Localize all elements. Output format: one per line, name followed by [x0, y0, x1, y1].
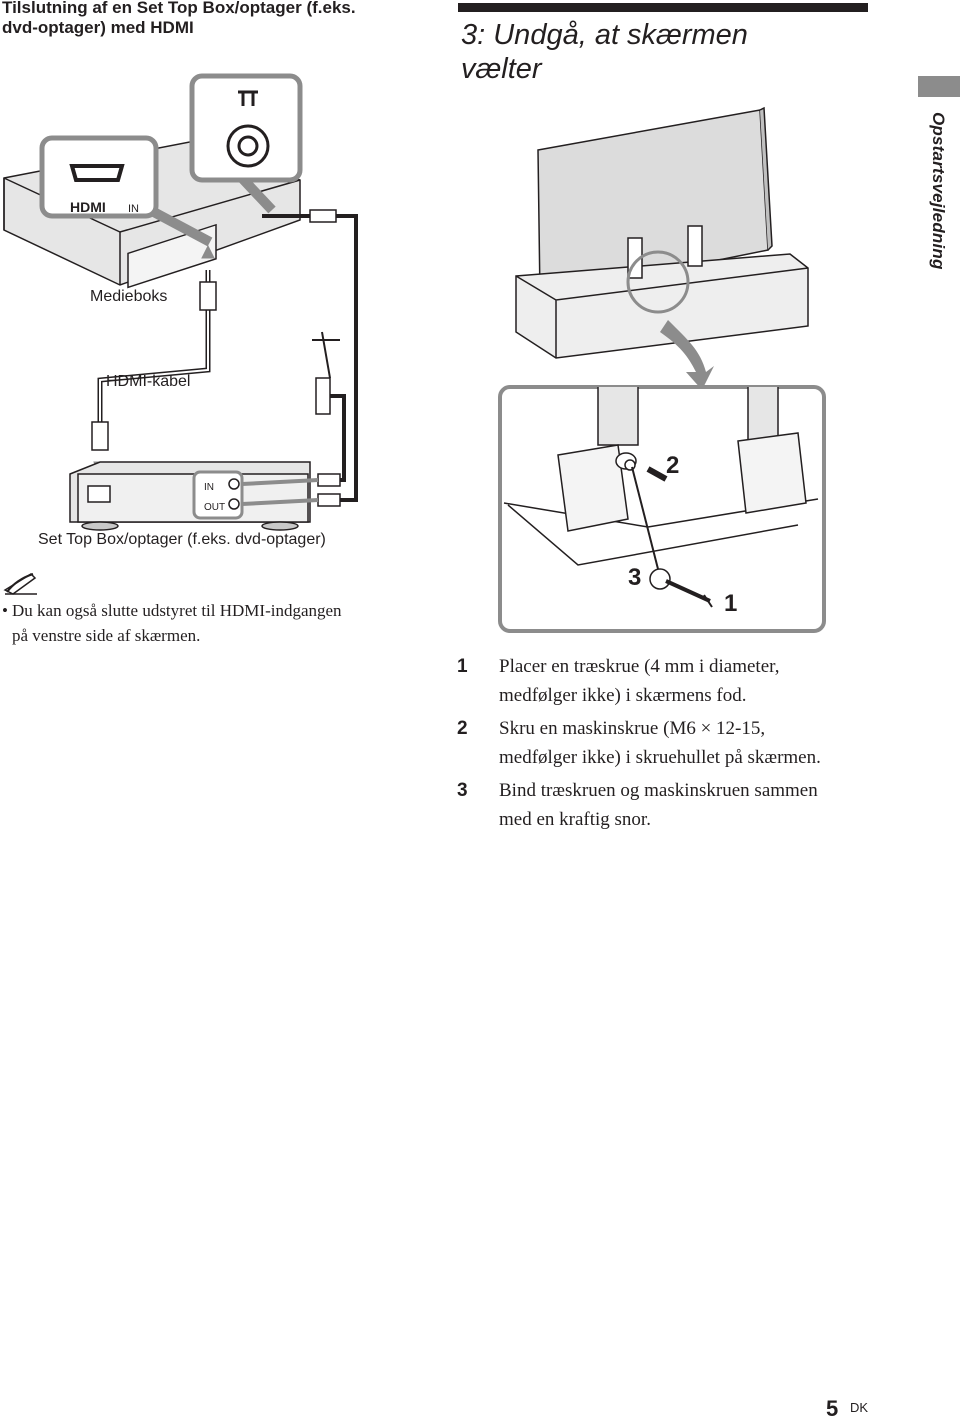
set-top-box-label: Set Top Box/optager (f.eks. dvd-optager): [38, 531, 326, 548]
arrow-up-icon: [201, 244, 215, 259]
wall-antenna-outlet: [315, 377, 331, 415]
hdmi-in-label: IN: [128, 203, 139, 215]
connection-heading: Tilslutning af en Set Top Box/optager (f…: [2, 0, 422, 38]
step-item: 2 Skru en maskinskrue (M6 × 12-15, medfø…: [455, 714, 895, 772]
page-language: DK: [850, 1400, 869, 1415]
in-port-icon: [228, 478, 240, 490]
screw-and-string: [631, 466, 713, 608]
step-text-line2: medfølger ikke) i skærmens fod.: [499, 685, 747, 706]
connection-heading-line2: dvd-optager) med HDMI: [2, 18, 194, 37]
side-tab-marker: [918, 76, 960, 97]
hdmi-logo: HDMI: [70, 199, 106, 215]
hdmi-in-callout: HDMI IN: [39, 135, 213, 247]
note-bullet: •: [2, 601, 8, 620]
pencil-note-icon: [3, 573, 37, 595]
port-out-label: OUT: [204, 502, 225, 513]
page-number: 5: [826, 1396, 839, 1421]
note-line2: på venstre side af skærmen.: [12, 626, 201, 645]
out-port-icon: [228, 498, 240, 510]
step-number: 3: [457, 780, 468, 801]
port-in-label: IN: [204, 482, 214, 493]
step-text-line1: Bind træskruen og maskinskruen sammen: [499, 780, 818, 801]
section-title-line1: 3: Undgå, at skærmen: [461, 19, 748, 51]
hdmi-cable-label: HDMI-kabel: [106, 373, 190, 390]
step-text-line1: Placer en træskrue (4 mm i diameter,: [499, 656, 780, 677]
connection-diagram: HDMI IN Medieboks HDMI-kabel: [3, 73, 358, 531]
note-line1: Du kan også slutte udstyret til HDMI-ind…: [12, 601, 342, 620]
section-rule: [458, 3, 868, 12]
step-item: 1 Placer en træskrue (4 mm i diameter, m…: [455, 652, 895, 710]
callout-3: 3: [628, 564, 641, 591]
zoom-arrow-icon: [660, 320, 714, 390]
connection-heading-line1: Tilslutning af en Set Top Box/optager (f…: [2, 0, 356, 17]
step-text-line2: medfølger ikke) i skruehullet på skærmen…: [499, 747, 821, 768]
hdmi-cable: [91, 244, 217, 476]
media-box-label: Medieboks: [90, 288, 167, 305]
section-title: 3: Undgå, at skærmen vælter: [461, 18, 861, 86]
antenna-callout: [189, 73, 303, 214]
stand-zoom-circle: [626, 250, 690, 314]
side-tab-label: Opstartsvejledning: [929, 112, 948, 270]
step-text-line2: med en kraftig snor.: [499, 809, 651, 830]
section-title-line2: vælter: [461, 53, 542, 85]
step-number: 2: [457, 718, 468, 739]
callout-1: 1: [724, 590, 737, 617]
antenna-symbol-icon: [238, 90, 258, 106]
stand-foot-right: [737, 432, 807, 514]
note-text: • Du kan også slutte udstyret til HDMI-i…: [2, 598, 422, 648]
stand-detail-diagram: 2 3 1: [498, 385, 826, 633]
tv-cabinet-illustration: [515, 253, 809, 359]
step-text-line1: Skru en maskinskrue (M6 × 12-15,: [499, 718, 766, 739]
callout-2: 2: [666, 452, 679, 479]
step-item: 3 Bind træskruen og maskinskruen sammen …: [455, 776, 895, 834]
steps-list: 1 Placer en træskrue (4 mm i diameter, m…: [455, 652, 895, 838]
set-top-box-illustration: [69, 461, 319, 531]
hdmi-port-icon: [69, 164, 125, 182]
stand-foot-left: [557, 444, 629, 532]
step-number: 1: [457, 656, 468, 677]
tv-stand-diagram: [515, 106, 809, 390]
antenna-cables: [262, 209, 358, 507]
